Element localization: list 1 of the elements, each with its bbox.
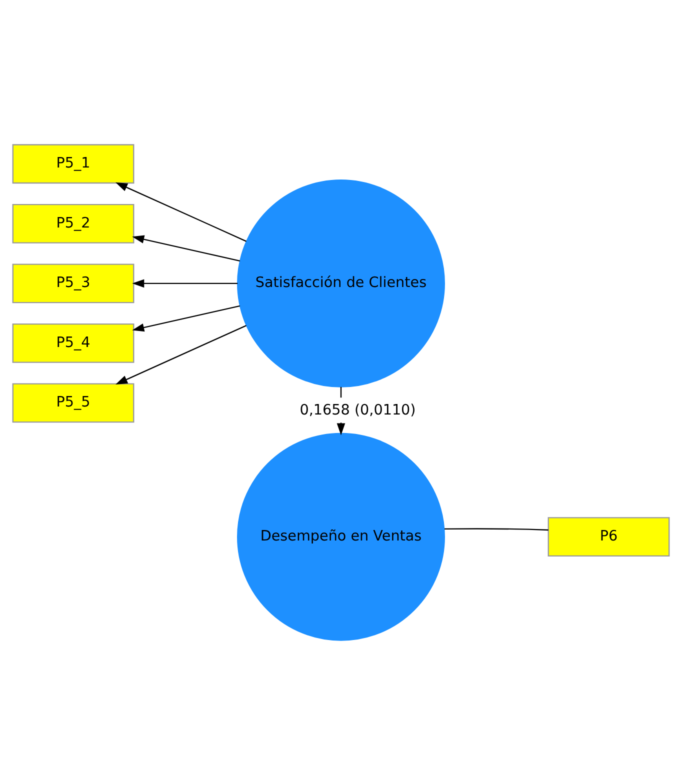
edge-label: 0,1658 (0,0110) xyxy=(300,402,416,418)
